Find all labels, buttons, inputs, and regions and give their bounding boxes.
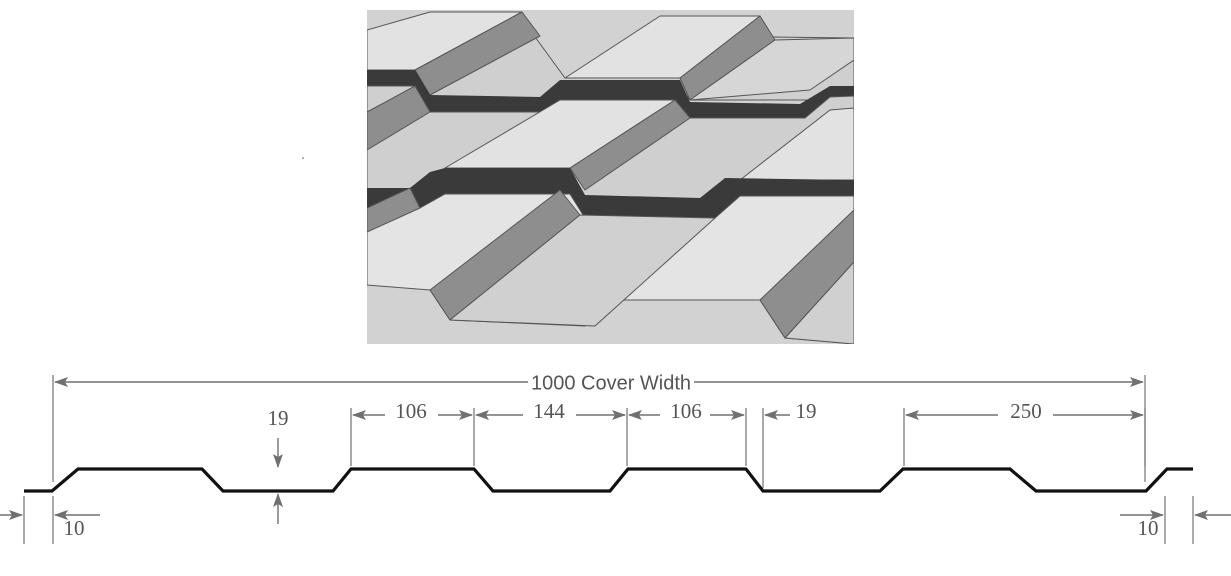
rib-height-label: 19 [268, 406, 289, 430]
tile-rib-face [367, 85, 431, 151]
dimension-rib-top-right: 106 [628, 399, 745, 423]
rib-top-left-label: 106 [395, 399, 427, 423]
rib-top-right-label: 106 [670, 399, 702, 423]
rib-height-right-label: 19 [796, 399, 817, 423]
edge-right-label: 10 [1138, 516, 1159, 540]
tile-surface [449, 214, 716, 327]
cover-width-label: 1000 Cover Width [531, 372, 691, 394]
extension-lines [23, 375, 1194, 544]
dimension-edge-left: 10 [0, 510, 100, 540]
dimension-pan-width: 144 [475, 399, 626, 423]
roof-panel-illustration [367, 10, 854, 344]
tile-surface [784, 261, 854, 344]
tile-rib-face [414, 11, 541, 96]
dimension-rib-height-right: 19 [764, 399, 817, 423]
dimension-rib-top-left: 106 [352, 399, 473, 423]
module-width-label: 250 [1010, 399, 1042, 423]
pan-width-label: 144 [533, 399, 565, 423]
tile-rib-face [569, 99, 691, 191]
dimension-edge-right: 10 [1120, 510, 1231, 540]
tile-surface [689, 37, 854, 101]
step-shadow [367, 168, 854, 218]
sheet-profile [24, 467, 1193, 493]
dimension-rib-height: 19 [268, 406, 289, 524]
step-shadow [367, 70, 854, 118]
tile-rib-face [367, 187, 421, 233]
dimension-cover-width: 1000 Cover Width [54, 372, 1144, 394]
edge-left-label: 10 [64, 516, 85, 540]
tile-rib-face [759, 209, 854, 339]
dimension-module-width: 250 [905, 399, 1144, 423]
speck [302, 157, 304, 159]
